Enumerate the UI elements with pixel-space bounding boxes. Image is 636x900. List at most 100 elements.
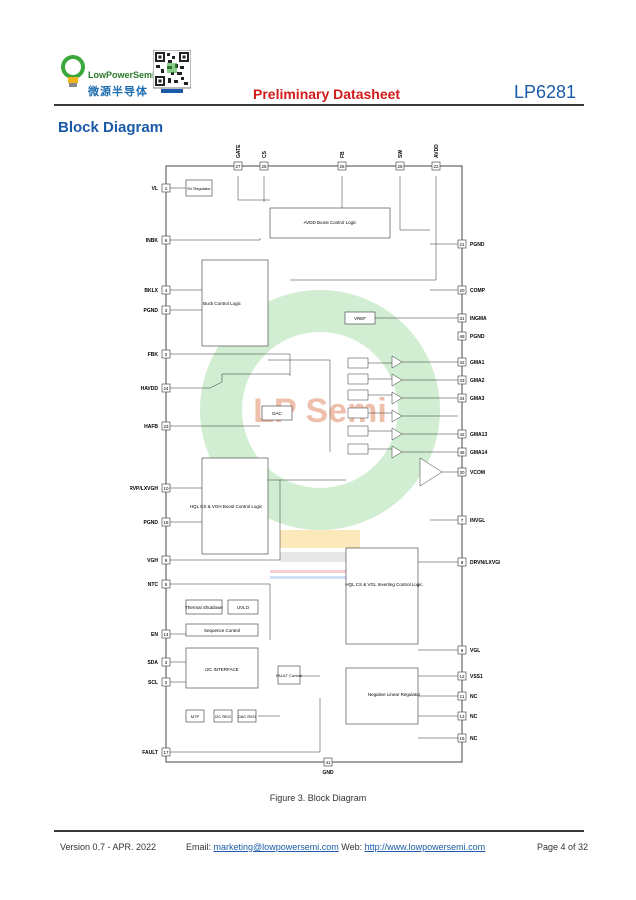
pin-hafb: 23 HAFB bbox=[144, 421, 171, 431]
svg-text:46: 46 bbox=[459, 450, 465, 455]
svg-text:Sequence Control: Sequence Control bbox=[204, 628, 240, 633]
block-diagram: LP Semi 5V Regulator AVDD Boost Control … bbox=[130, 144, 500, 776]
svg-text:11: 11 bbox=[460, 694, 465, 699]
footer-divider bbox=[54, 830, 584, 832]
pin-avdd: 22 AVDD bbox=[431, 144, 441, 171]
block-mtp: MTP bbox=[185, 709, 205, 723]
page-number: Page 4 of 32 bbox=[536, 842, 588, 852]
svg-text:Buck Control Logic: Buck Control Logic bbox=[203, 301, 242, 306]
internal-wiring bbox=[170, 176, 458, 753]
block-buck-logic: Buck Control Logic bbox=[201, 259, 269, 347]
svg-text:FAULT Control: FAULT Control bbox=[276, 673, 302, 678]
svg-text:31: 31 bbox=[459, 316, 465, 321]
svg-text:4: 4 bbox=[165, 288, 168, 293]
contact-info: Email: marketing@lowpowersemi.com Web: h… bbox=[186, 842, 485, 852]
svg-text:9: 9 bbox=[165, 558, 168, 563]
svg-text:22: 22 bbox=[433, 164, 439, 169]
web-label: Web: bbox=[341, 842, 363, 852]
svg-text:8: 8 bbox=[461, 560, 464, 565]
svg-text:3: 3 bbox=[165, 660, 168, 665]
svg-text:6: 6 bbox=[165, 238, 168, 243]
svg-text:GATE: GATE bbox=[236, 144, 242, 158]
block-negative-linear-regulator: Negative Linear Regulator bbox=[345, 667, 421, 725]
svg-text:HAFB: HAFB bbox=[144, 424, 158, 430]
block-dac-reg: DAC REG bbox=[237, 709, 257, 723]
document-version: Version 0.7 - APR. 2022 bbox=[60, 842, 157, 852]
svg-text:FBK: FBK bbox=[148, 352, 159, 358]
svg-text:20: 20 bbox=[459, 288, 465, 293]
svg-text:30: 30 bbox=[459, 470, 465, 475]
svg-text:32: 32 bbox=[459, 360, 465, 365]
svg-text:DRVN/LXVGL: DRVN/LXVGL bbox=[470, 560, 500, 566]
svg-text:3: 3 bbox=[165, 308, 168, 313]
pin-drvp-lxvgh: 10DRVP/LXVGH bbox=[130, 483, 171, 493]
part-number: LP6281 bbox=[513, 82, 576, 102]
svg-text:AVDD: AVDD bbox=[434, 144, 440, 158]
pin-gma2: 33 GMA2 bbox=[457, 375, 485, 385]
section-title: Block Diagram bbox=[58, 119, 164, 136]
svg-text:INVGL: INVGL bbox=[470, 518, 485, 524]
svg-text:SW: SW bbox=[398, 150, 404, 158]
figure-caption: Figure 3. Block Diagram bbox=[269, 793, 367, 803]
block-fault-control: FAULT Control bbox=[276, 665, 302, 685]
svg-text:GMA14: GMA14 bbox=[470, 450, 487, 456]
chip-outline bbox=[165, 165, 463, 763]
svg-text:I2C REG: I2C REG bbox=[215, 714, 231, 719]
svg-text:DAC: DAC bbox=[272, 411, 282, 416]
svg-text:VGL: VGL bbox=[470, 648, 480, 654]
svg-text:41: 41 bbox=[325, 760, 331, 765]
svg-text:1: 1 bbox=[165, 186, 168, 191]
page-header: LowPowerSemi 微源半导体 Preliminary Datasheet… bbox=[0, 0, 636, 110]
svg-text:5V Regulator: 5V Regulator bbox=[187, 186, 211, 191]
svg-text:EN: EN bbox=[151, 632, 158, 638]
lightbulb-logo-icon bbox=[61, 55, 85, 87]
svg-text:SCL: SCL bbox=[148, 680, 158, 686]
svg-text:NC: NC bbox=[470, 714, 478, 720]
svg-text:INBK: INBK bbox=[146, 238, 159, 244]
svg-text:FB: FB bbox=[340, 151, 346, 158]
block-i2c-interface: I2C INTERFACE bbox=[185, 647, 259, 689]
block-i2c-reg: I2C REG bbox=[213, 709, 233, 723]
svg-text:21: 21 bbox=[459, 242, 465, 247]
logo-wordmark: LowPowerSemi bbox=[88, 70, 155, 80]
svg-text:12: 12 bbox=[459, 674, 465, 679]
block-thermal-shutdown: Thermal Shutdown bbox=[185, 599, 223, 615]
document-status: Preliminary Datasheet bbox=[253, 86, 401, 102]
svg-text:23: 23 bbox=[163, 424, 169, 429]
svg-text:24: 24 bbox=[163, 386, 169, 391]
svg-text:GND: GND bbox=[322, 770, 334, 776]
svg-text:GMA2: GMA2 bbox=[470, 378, 485, 384]
qr-code-icon bbox=[153, 50, 191, 93]
svg-text:GMA13: GMA13 bbox=[470, 432, 487, 438]
web-link[interactable]: http://www.lowpowersemi.com bbox=[364, 842, 486, 852]
email-label: Email: bbox=[186, 842, 212, 852]
block-sequence-control: Sequence Control bbox=[185, 623, 259, 637]
svg-text:HQL CS & VGL Inverting Control: HQL CS & VGL Inverting Control Logic bbox=[345, 582, 423, 587]
email-link[interactable]: marketing@lowpowersemi.com bbox=[213, 842, 339, 852]
svg-text:33: 33 bbox=[459, 378, 465, 383]
svg-text:INGMA: INGMA bbox=[470, 316, 487, 322]
